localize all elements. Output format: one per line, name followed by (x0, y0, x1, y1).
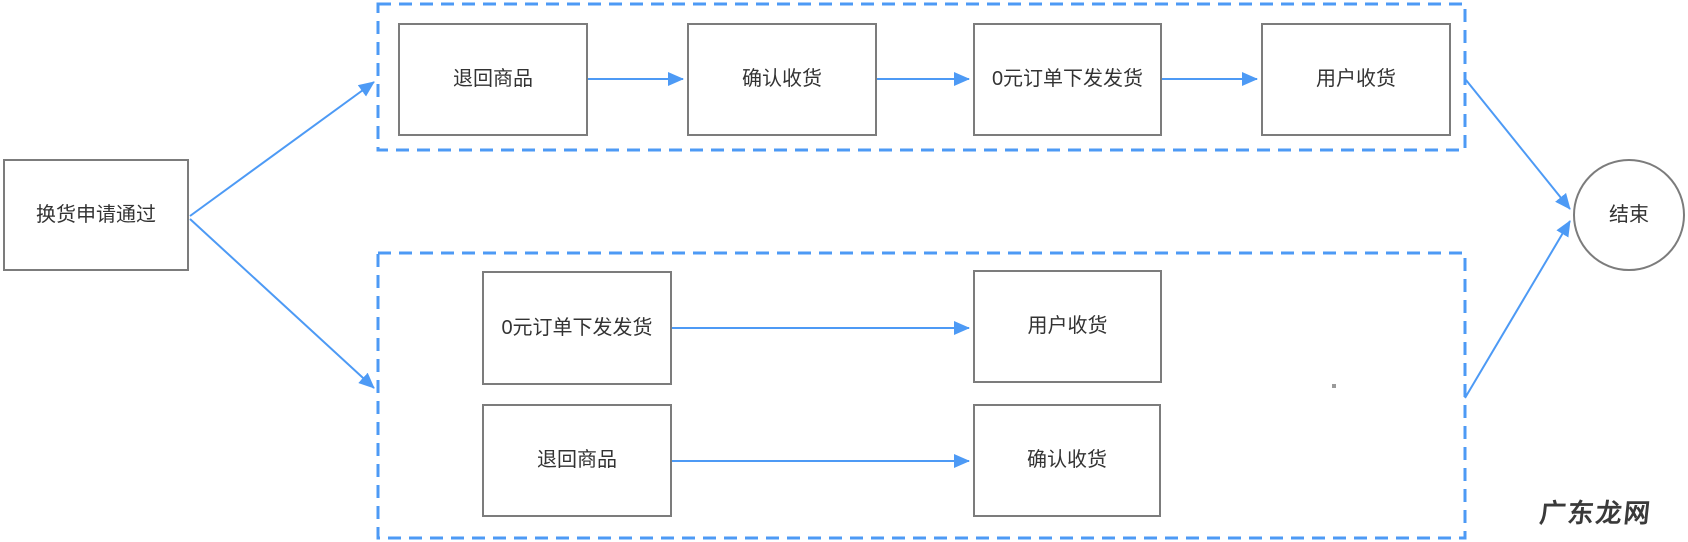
bottom-branch-container (376, 251, 1467, 540)
top-step-confirm-receipt-label: 确认收货 (742, 68, 822, 90)
top-step-zero-order-ship-label: 0元订单下发发货 (991, 68, 1144, 90)
bottom-step-zero-order-ship: 0元订单下发发货 (482, 271, 672, 385)
top-step-user-receive: 用户收货 (1261, 23, 1451, 136)
end-node: 结束 (1573, 159, 1685, 271)
bottom-step-user-receive: 用户收货 (973, 270, 1162, 383)
bottom-step-zero-order-ship-label: 0元订单下发发货 (501, 316, 653, 339)
top-step-zero-order-ship: 0元订单下发发货 (973, 23, 1162, 136)
arrow-start-to-bottom-branch (189, 218, 375, 389)
arrow-bottom-branch-to-end (1464, 220, 1571, 399)
end-node-label: 结束 (1609, 203, 1649, 226)
stray-dot (1332, 384, 1336, 388)
start-node-label: 换货申请通过 (36, 203, 156, 226)
bottom-step-confirm-receipt: 确认收货 (973, 404, 1161, 517)
arrow-top-branch-to-end (1465, 79, 1571, 210)
bottom-step-confirm-receipt-label: 确认收货 (1027, 449, 1107, 471)
top-step-return-goods: 退回商品 (398, 23, 588, 136)
top-step-return-goods-label: 退回商品 (453, 68, 533, 90)
bottom-step-return-goods: 退回商品 (482, 404, 672, 517)
top-branch-container (376, 2, 1467, 152)
top-step-user-receive-label: 用户收货 (1316, 68, 1396, 90)
bottom-step-return-goods-label: 退回商品 (537, 449, 617, 471)
bottom-step-user-receive-label: 用户收货 (1027, 315, 1108, 337)
watermark-text: 广东龙网 (1538, 498, 1654, 528)
arrow-start-to-top-branch (189, 81, 375, 217)
start-node: 换货申请通过 (3, 159, 189, 271)
top-step-confirm-receipt: 确认收货 (687, 23, 877, 136)
